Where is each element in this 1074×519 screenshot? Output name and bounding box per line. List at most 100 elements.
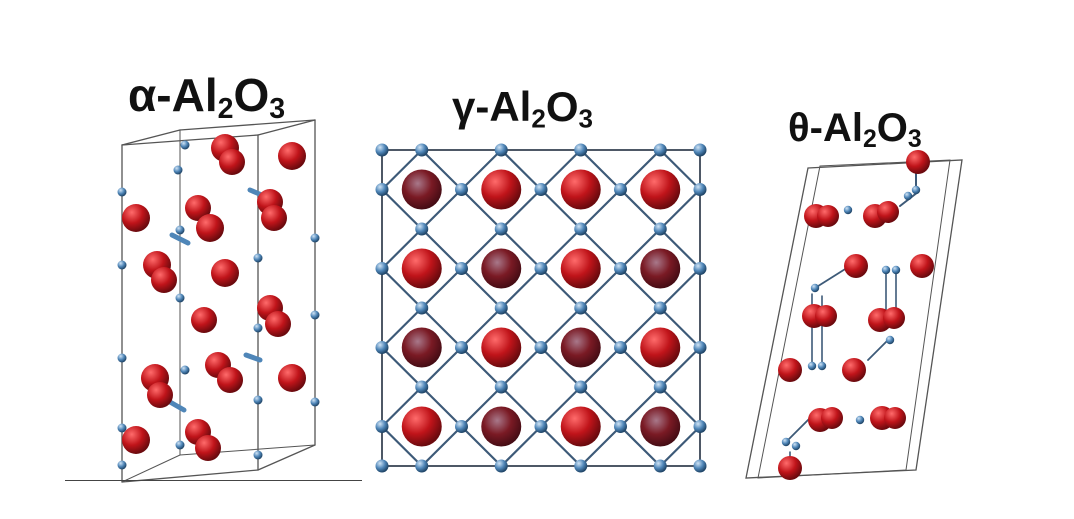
al-o-bond (619, 306, 662, 349)
al-o-bond (420, 306, 463, 349)
al-o-bond (785, 415, 813, 443)
oxygen-atom (191, 307, 217, 333)
al-o-bond (420, 267, 463, 310)
oxygen-atom (122, 204, 150, 232)
al-o-bond (420, 346, 463, 389)
al-o-bond (500, 425, 543, 468)
aluminum-atom (455, 183, 468, 196)
al-o-bond (619, 267, 662, 310)
oxygen-atom (278, 142, 306, 170)
al-o-bond (619, 148, 662, 191)
al-bond (243, 352, 263, 363)
al-o-bond (460, 306, 503, 349)
al-o-bond (460, 188, 503, 231)
oxygen-atom (560, 169, 601, 210)
aluminum-atom (903, 191, 913, 201)
cell-edge (257, 119, 316, 136)
al-o-bond (539, 346, 582, 389)
cell-edge (121, 454, 181, 483)
aluminum-atom (534, 262, 548, 275)
aluminum-atom (375, 459, 389, 473)
al-o-bond (539, 425, 582, 468)
oxygen-atom (401, 169, 442, 210)
oxygen-atom (481, 169, 522, 210)
al-o-bond (500, 267, 543, 310)
al-o-bond (460, 346, 503, 389)
oxygen-atom (147, 382, 173, 408)
aluminum-atom (574, 459, 588, 473)
al-o-bond (380, 148, 423, 191)
alpha-alumina-structure (117, 119, 320, 483)
aluminum-atom (653, 459, 667, 473)
al-o-bond (420, 148, 463, 191)
aluminum-atom (653, 222, 667, 236)
gamma-alumina-title: γ-Al2O3 (452, 83, 593, 134)
aluminum-atom (375, 183, 389, 196)
aluminum-atom (375, 143, 389, 157)
al-o-bond (619, 227, 662, 270)
cell-frame (745, 159, 963, 479)
al-o-bond (380, 188, 423, 231)
oxygen-atom (910, 254, 934, 278)
aluminum-atom (375, 262, 389, 275)
al-o-bond (579, 188, 622, 231)
al-o-bond (380, 267, 423, 310)
cell-edge (257, 444, 316, 471)
al-o-bond (539, 385, 582, 428)
aluminum-atom (810, 283, 820, 293)
aluminum-atom (574, 301, 588, 315)
aluminum-atom (375, 420, 389, 433)
oxygen-atom (883, 307, 905, 329)
al-o-bond (539, 306, 582, 349)
al-bond (169, 232, 191, 246)
aluminum-atom (117, 353, 127, 363)
al-o-bond (420, 227, 463, 270)
aluminum-atom (885, 335, 895, 345)
oxygen-atom (278, 364, 306, 392)
aluminum-atom (415, 380, 429, 394)
aluminum-atom (881, 265, 891, 275)
al-o-bond (619, 346, 662, 389)
al-o-bond (460, 425, 503, 468)
aluminum-atom (180, 140, 190, 150)
aluminum-atom (693, 459, 707, 473)
aluminum-atom (117, 260, 127, 270)
oxygen-atom (778, 456, 802, 480)
aluminum-atom (117, 187, 127, 197)
oxygen-atom (842, 358, 866, 382)
aluminum-atom (653, 143, 667, 157)
al-o-bond (814, 265, 851, 289)
aluminum-atom (415, 301, 429, 315)
aluminum-atom (253, 253, 263, 263)
aluminum-atom (693, 262, 707, 275)
cell-edge (121, 134, 259, 146)
oxygen-atom (877, 201, 899, 223)
oxygen-atom (817, 205, 839, 227)
aluminum-atom (534, 341, 548, 354)
al-o-bond (500, 188, 543, 231)
al-bond (167, 399, 187, 413)
aluminum-atom (855, 415, 865, 425)
oxygen-atom (151, 267, 177, 293)
oxygen-atom (481, 248, 522, 289)
al-o-bond (420, 385, 463, 428)
baseline-divider (65, 480, 362, 481)
al-o-bond (579, 425, 622, 468)
aluminum-atom (253, 323, 263, 333)
al-o-bond (539, 188, 582, 231)
al-o-bond (380, 425, 423, 468)
alpha-alumina-title: α-Al2O3 (128, 69, 286, 126)
al-o-bond (460, 227, 503, 270)
aluminum-atom (455, 262, 468, 275)
al-o-bond (659, 346, 702, 389)
aluminum-atom (175, 440, 185, 450)
oxygen-atom (906, 150, 930, 174)
cell-edge (121, 129, 181, 146)
aluminum-atom (614, 183, 627, 196)
al-o-bond (539, 227, 582, 270)
al-o-bond (659, 227, 702, 270)
oxygen-atom (640, 248, 681, 289)
oxygen-atom (640, 327, 681, 368)
aluminum-atom (253, 450, 263, 460)
aluminum-atom (180, 365, 190, 375)
